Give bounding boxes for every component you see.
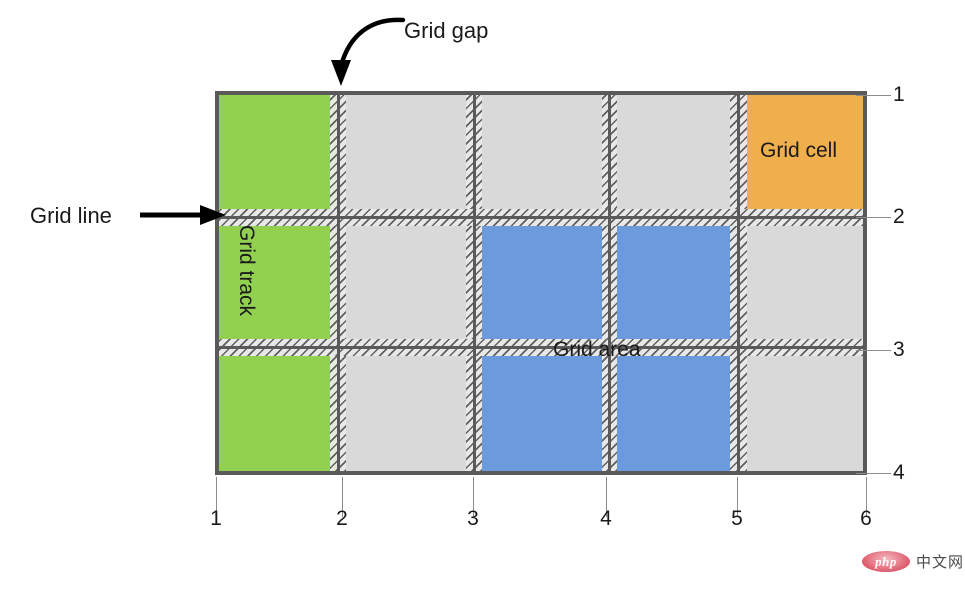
tick-row-1	[856, 95, 891, 96]
label-grid-track: Grid track	[235, 225, 258, 317]
tick-row-3	[856, 350, 891, 351]
tick-row-4	[856, 473, 891, 474]
grid-cell-r2c5	[747, 226, 863, 339]
grid-cell-r3c2	[346, 356, 466, 471]
axis-label-column-3: 3	[467, 507, 479, 530]
grid-cell-highlight	[747, 95, 863, 209]
axis-label-column-4: 4	[600, 507, 612, 530]
grid-track-cell-r3c1	[219, 356, 330, 471]
grid-cell-r1c2	[346, 95, 466, 209]
grid-cell-r2c2	[346, 226, 466, 339]
axis-label-column-1: 1	[210, 507, 222, 530]
label-grid-line: Grid line	[30, 203, 112, 228]
grid-line-column-5	[737, 95, 740, 471]
grid-line-column-2	[337, 95, 340, 471]
tick-column-3	[473, 477, 474, 517]
tick-row-2	[856, 217, 891, 218]
tick-column-2	[342, 477, 343, 517]
axis-label-row-1: 1	[893, 83, 905, 106]
grid-cell-r1c4	[617, 95, 730, 209]
axis-label-column-6: 6	[860, 507, 872, 530]
axis-label-column-2: 2	[336, 507, 348, 530]
grid-line-row-2	[219, 216, 863, 219]
label-grid-area: Grid area	[553, 338, 641, 361]
grid-gap-arrow-icon	[331, 17, 406, 86]
tick-column-4	[606, 477, 607, 517]
watermark: php 中文网	[862, 551, 964, 572]
axis-label-row-4: 4	[893, 461, 905, 484]
tick-column-1	[216, 477, 217, 517]
grid-container	[215, 91, 867, 475]
watermark-site-name: 中文网	[916, 553, 965, 571]
grid-cell-r1c3	[482, 95, 602, 209]
grid-track-cell-r2c1	[219, 226, 330, 339]
grid-cell-r3c5	[747, 356, 863, 471]
axis-label-row-2: 2	[893, 205, 905, 228]
grid-line-row-3	[219, 346, 863, 349]
tick-column-6	[866, 477, 867, 517]
grid-track-cell-r1c1	[219, 95, 330, 209]
grid-line-column-4	[608, 95, 611, 471]
grid-line-arrow-icon	[140, 205, 226, 225]
grid-line-column-3	[473, 95, 476, 471]
php-logo-icon: php	[862, 551, 910, 572]
label-grid-gap: Grid gap	[404, 18, 489, 43]
axis-label-column-5: 5	[731, 507, 743, 530]
axis-label-row-3: 3	[893, 338, 905, 361]
tick-column-5	[737, 477, 738, 517]
label-grid-cell: Grid cell	[760, 139, 838, 162]
